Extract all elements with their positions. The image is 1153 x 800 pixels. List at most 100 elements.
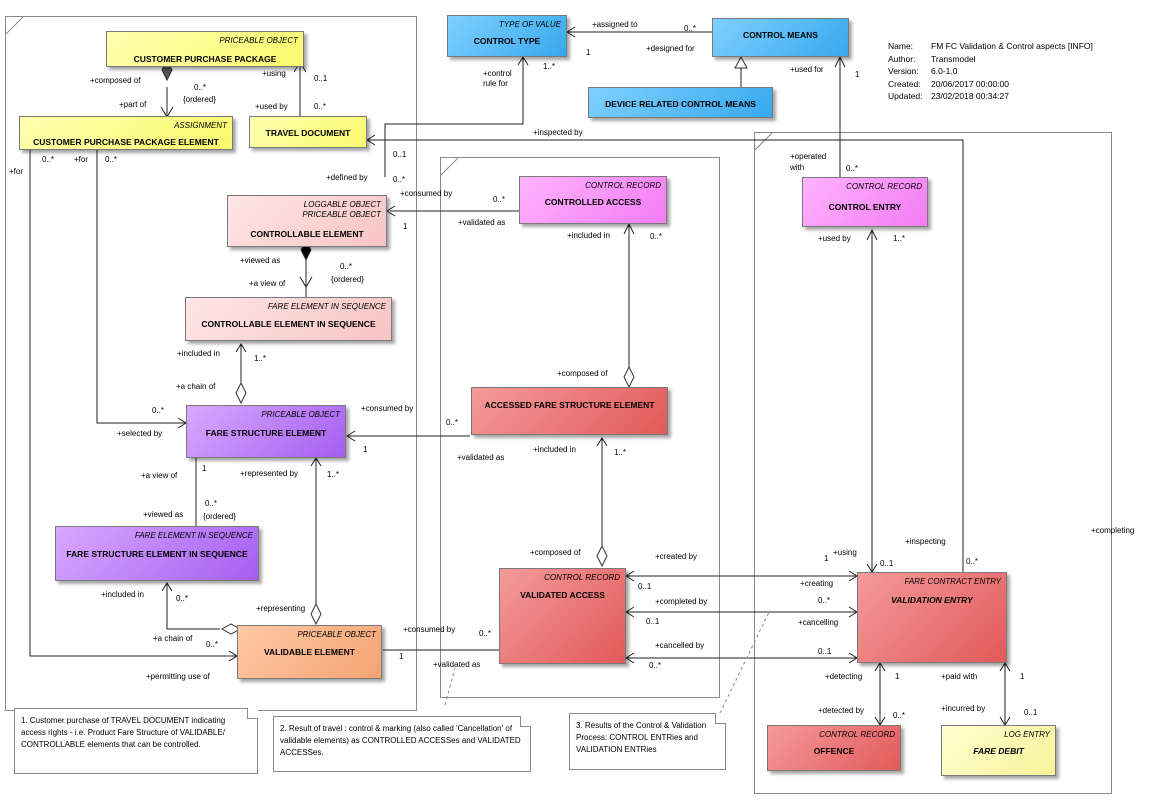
multiplicity-label: 0..* bbox=[493, 195, 506, 204]
multiplicity-label: 0..* bbox=[176, 594, 189, 603]
class-controllable-element-in-sequence[interactable]: FARE ELEMENT IN SEQUENCE CONTROLLABLE EL… bbox=[185, 297, 392, 341]
role-label: +validated as bbox=[433, 660, 481, 669]
role-label: +detecting bbox=[825, 672, 863, 681]
role-label: +included in bbox=[533, 445, 576, 454]
constraint-label: {ordered} bbox=[331, 275, 364, 284]
role-label: +used by bbox=[255, 102, 288, 111]
role-label: +consumed by bbox=[403, 625, 456, 634]
role-label: +created by bbox=[655, 552, 698, 561]
role-label: +consumed by bbox=[361, 404, 414, 413]
role-label: +viewed as bbox=[240, 256, 281, 265]
role-label: +using bbox=[833, 548, 857, 557]
multiplicity-label: 0..1 bbox=[880, 559, 894, 568]
multiplicity-label: 1..* bbox=[254, 354, 267, 363]
role-label: +selected by bbox=[117, 429, 163, 438]
multiplicity-label: 0..* bbox=[650, 232, 663, 241]
class-device-related-control-means[interactable]: DEVICE RELATED CONTROL MEANS bbox=[588, 87, 773, 118]
class-validation-entry[interactable]: FARE CONTRACT ENTRY VALIDATION ENTRY bbox=[857, 572, 1007, 663]
role-label: +completed by bbox=[655, 597, 708, 606]
role-label: +included in bbox=[101, 590, 144, 599]
constraint-label: {ordered} bbox=[183, 95, 216, 104]
note-control-validation: 3. Results of the Control & Validation P… bbox=[569, 713, 726, 770]
multiplicity-label: 0..1 bbox=[1024, 708, 1038, 717]
package-frame-travel-result bbox=[440, 157, 720, 698]
class-fare-structure-element[interactable]: PRICEABLE OBJECT FARE STRUCTURE ELEMENT bbox=[186, 405, 346, 458]
class-control-type[interactable]: TYPE OF VALUE CONTROL TYPE bbox=[447, 15, 567, 57]
role-label: +used by bbox=[818, 234, 851, 243]
role-label: +designed for bbox=[646, 44, 695, 53]
role-label: +assigned to bbox=[592, 20, 638, 29]
multiplicity-label: 0..* bbox=[105, 155, 118, 164]
multiplicity-label: 0..* bbox=[893, 711, 906, 720]
role-label: +a chain of bbox=[153, 634, 193, 643]
note-travel-result: 2. Result of travel : control & marking … bbox=[273, 716, 531, 772]
multiplicity-label: 0..* bbox=[684, 24, 697, 33]
multiplicity-label: 1 bbox=[895, 672, 900, 681]
role-label: +paid with bbox=[941, 672, 978, 681]
role-label: +inspecting bbox=[905, 537, 946, 546]
constraint-label: {ordered} bbox=[203, 512, 236, 521]
class-controlled-access[interactable]: CONTROL RECORD CONTROLLED ACCESS bbox=[519, 176, 667, 224]
role-label: +included in bbox=[177, 349, 220, 358]
diagram-info: Name:FM FC Validation & Control aspects … bbox=[888, 41, 1093, 101]
role-label: +a chain of bbox=[176, 382, 216, 391]
role-label: +included in bbox=[567, 231, 610, 240]
role-label: +for bbox=[74, 155, 89, 164]
role-label: +cancelled by bbox=[655, 641, 705, 650]
class-accessed-fare-structure-element[interactable]: ACCESSED FARE STRUCTURE ELEMENT bbox=[471, 387, 668, 435]
role-label: +a view of bbox=[141, 471, 178, 480]
class-validable-element[interactable]: PRICEABLE OBJECT VALIDABLE ELEMENT bbox=[237, 625, 382, 679]
class-fare-structure-element-in-sequence[interactable]: FARE ELEMENT IN SEQUENCE FARE STRUCTURE … bbox=[55, 526, 259, 581]
multiplicity-label: 1 bbox=[855, 70, 860, 79]
role-label: +control rule for bbox=[483, 69, 512, 88]
class-customer-purchase-package[interactable]: PRICEABLE OBJECT CUSTOMER PURCHASE PACKA… bbox=[106, 31, 304, 67]
multiplicity-label: 1 bbox=[1020, 672, 1025, 681]
role-label: +completing bbox=[1091, 526, 1135, 535]
role-label: +viewed as bbox=[143, 510, 184, 519]
class-travel-document[interactable]: TRAVEL DOCUMENT bbox=[249, 116, 367, 148]
role-label: +a view of bbox=[249, 279, 286, 288]
class-validated-access[interactable]: CONTROL RECORD VALIDATED ACCESS bbox=[499, 568, 626, 664]
class-fare-debit[interactable]: LOG ENTRY FARE DEBIT bbox=[941, 725, 1056, 776]
multiplicity-label: 1 bbox=[586, 48, 591, 57]
multiplicity-label: 0..* bbox=[393, 175, 406, 184]
role-label: +validated as bbox=[458, 218, 506, 227]
class-offence[interactable]: CONTROL RECORD OFFENCE bbox=[767, 725, 901, 771]
multiplicity-label: 1..* bbox=[327, 470, 340, 479]
class-customer-purchase-package-element[interactable]: ASSIGNMENT CUSTOMER PURCHASE PACKAGE ELE… bbox=[19, 116, 233, 150]
package-frame-control-validation bbox=[754, 132, 1112, 794]
role-label: +composed of bbox=[90, 76, 141, 85]
role-label: +composed of bbox=[557, 369, 608, 378]
role-label: +creating bbox=[800, 579, 834, 588]
class-control-means[interactable]: CONTROL MEANS bbox=[712, 18, 849, 57]
multiplicity-label: 1 bbox=[824, 554, 829, 563]
role-label: +representing bbox=[256, 604, 306, 613]
multiplicity-label: 1 bbox=[399, 652, 404, 661]
role-label: +operated with bbox=[790, 152, 827, 172]
multiplicity-label: 0..* bbox=[846, 164, 859, 173]
role-label: +using bbox=[262, 69, 286, 78]
multiplicity-label: 1 bbox=[403, 222, 408, 231]
role-label: +incurred by bbox=[941, 704, 986, 713]
multiplicity-label: 0..* bbox=[649, 661, 662, 670]
note-purchase: 1. Customer purchase of TRAVEL DOCUMENT … bbox=[14, 708, 258, 774]
role-label: +composed of bbox=[530, 548, 581, 557]
role-label: +represented by bbox=[240, 469, 299, 478]
multiplicity-label: 0..* bbox=[42, 155, 55, 164]
multiplicity-label: 0..* bbox=[314, 102, 327, 111]
multiplicity-label: 0..1 bbox=[393, 150, 407, 159]
role-label: +permitting use of bbox=[146, 672, 210, 681]
role-label: +for bbox=[9, 167, 24, 176]
multiplicity-label: 0..* bbox=[206, 640, 219, 649]
multiplicity-label: 0..* bbox=[446, 418, 459, 427]
multiplicity-label: 1 bbox=[202, 464, 207, 473]
multiplicity-label: 0..1 bbox=[646, 617, 660, 626]
multiplicity-label: 0..1 bbox=[314, 74, 328, 83]
multiplicity-label: 0..* bbox=[340, 262, 353, 271]
role-label: +used for bbox=[790, 65, 824, 74]
class-controllable-element[interactable]: LOGGABLE OBJECT PRICEABLE OBJECT CONTROL… bbox=[227, 195, 387, 247]
role-label: +validated as bbox=[457, 453, 505, 462]
class-control-entry[interactable]: CONTROL RECORD CONTROL ENTRY bbox=[802, 177, 928, 227]
